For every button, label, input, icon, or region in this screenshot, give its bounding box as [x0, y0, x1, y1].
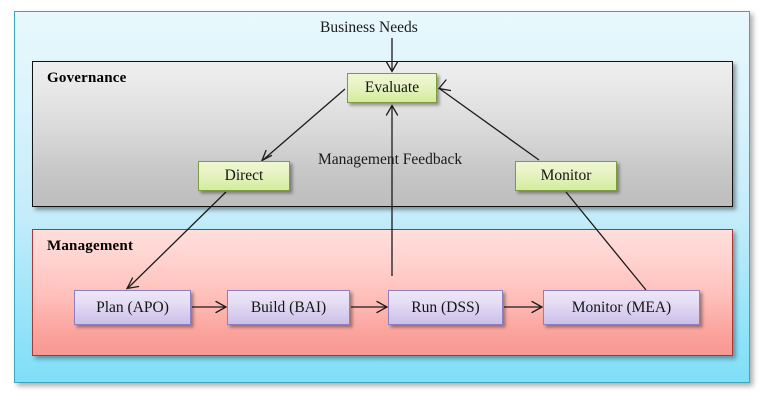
node-plan-apo-label: Plan (APO) [96, 298, 169, 316]
node-run-dss[interactable]: Run (DSS) [388, 290, 503, 325]
node-plan-apo[interactable]: Plan (APO) [74, 290, 191, 325]
node-run-dss-label: Run (DSS) [411, 298, 480, 316]
management-title: Management [47, 238, 134, 254]
node-monitor-mea[interactable]: Monitor (MEA) [543, 290, 700, 325]
node-monitor-label: Monitor [540, 167, 592, 184]
node-evaluate[interactable]: Evaluate [347, 73, 437, 103]
node-monitor[interactable]: Monitor [515, 161, 617, 191]
management-feedback-label: Management Feedback [318, 151, 463, 168]
business-needs-label: Business Needs [320, 19, 418, 36]
node-direct-label: Direct [224, 167, 264, 184]
node-build-bai-label: Build (BAI) [250, 298, 327, 316]
node-monitor-mea-label: Monitor (MEA) [571, 298, 672, 316]
governance-title: Governance [47, 70, 127, 86]
node-direct[interactable]: Direct [198, 161, 290, 191]
node-evaluate-label: Evaluate [364, 79, 420, 96]
node-build-bai[interactable]: Build (BAI) [227, 290, 350, 325]
